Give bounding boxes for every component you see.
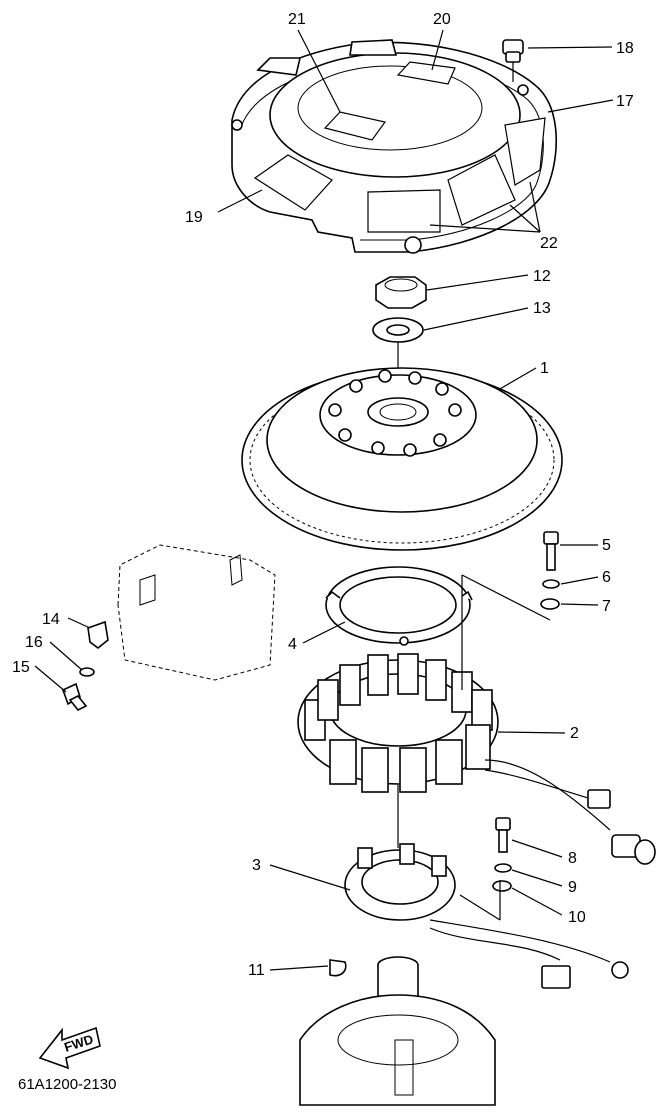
callout-labels: 21 20 18 17 19 22 12 13 1 5 6 7 4 14 16 … [12, 11, 634, 979]
pulser-lock-washer [494, 863, 512, 873]
callout-18: 18 [616, 40, 634, 57]
callout-4: 4 [288, 636, 297, 653]
callout-8: 8 [568, 850, 577, 867]
callout-11: 11 [248, 962, 265, 979]
callout-15: 15 [12, 659, 30, 676]
callout-1: 1 [540, 360, 549, 377]
flat-washer [540, 598, 560, 610]
callout-17: 17 [616, 93, 634, 110]
decal-segments [367, 117, 546, 233]
crankshaft-base [299, 956, 496, 1106]
callout-12: 12 [533, 268, 551, 285]
stator-assembly [297, 653, 656, 865]
callout-9: 9 [568, 879, 577, 896]
woodruff-key [329, 959, 347, 977]
pulser-flat-washer [492, 880, 512, 892]
callout-16: 16 [25, 634, 43, 651]
cover-grommet [502, 39, 524, 82]
diagram-code: 61A1200-2130 [18, 1076, 117, 1093]
callout-10: 10 [568, 909, 586, 926]
lock-washer [542, 579, 560, 589]
callout-20: 20 [433, 11, 451, 28]
callout-2: 2 [570, 725, 579, 742]
flywheel-washer [372, 317, 424, 343]
callout-5: 5 [602, 537, 611, 554]
bracket-screw [62, 682, 88, 712]
bracket-washer [79, 667, 95, 677]
callout-22: 22 [540, 235, 558, 252]
ground-bracket [87, 620, 109, 650]
pulser-coil-assembly [344, 843, 629, 989]
leader-lines [34, 29, 614, 971]
pulser-bolt [495, 817, 511, 853]
stator-bolt [543, 531, 559, 571]
callout-7: 7 [602, 598, 611, 615]
callout-19: 19 [185, 209, 203, 226]
callout-14: 14 [42, 611, 60, 628]
flywheel-magnet [241, 367, 563, 551]
callout-3: 3 [252, 857, 261, 874]
callout-13: 13 [533, 300, 551, 317]
decal-top-left [323, 111, 387, 141]
decal-side [253, 154, 333, 211]
flywheel-nut [375, 276, 427, 309]
decal-top-right [396, 61, 456, 85]
stator-base-plate [325, 566, 473, 646]
fwd-direction-arrow: FWD [38, 1026, 101, 1070]
callout-21: 21 [288, 11, 306, 28]
engine-block-ghost [117, 544, 276, 681]
callout-6: 6 [602, 569, 611, 586]
